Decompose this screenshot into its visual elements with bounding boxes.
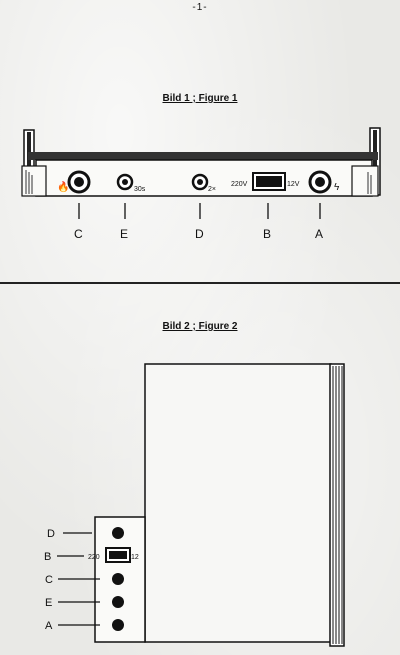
double-label: 2×: [208, 186, 216, 193]
top-rim: [28, 152, 378, 160]
control-e[interactable]: [112, 596, 124, 608]
callout-a: A: [315, 227, 323, 241]
timer-label: 30s: [134, 186, 146, 193]
control-c[interactable]: [112, 573, 124, 585]
page-number: -1-: [192, 2, 208, 13]
switch-label-12v: 12V: [287, 181, 300, 188]
control-a[interactable]: [112, 619, 124, 631]
lightning-icon: ϟ: [334, 182, 340, 193]
right-handle-shade: [373, 130, 377, 192]
callout-c: C: [74, 227, 83, 241]
figure-1-diagram: 🔥 30s 2× 220V 12V ϟ C E D B A: [21, 127, 381, 241]
switch-label-220: 220: [88, 554, 100, 561]
control-d[interactable]: [112, 527, 124, 539]
right-end-cap: [351, 165, 379, 197]
housing-side: [144, 363, 332, 643]
callout-b: B: [263, 227, 271, 241]
callout-e-side: E: [45, 597, 52, 609]
callout-d-side: D: [47, 528, 55, 540]
switch-label-220v: 220V: [231, 181, 248, 188]
switch-label-12: 12: [131, 554, 139, 561]
callout-c-side: C: [45, 574, 53, 586]
flame-icon: 🔥: [57, 180, 69, 193]
callout-a-side: A: [45, 620, 53, 632]
callout-d: D: [195, 227, 204, 241]
section-divider: [0, 282, 400, 284]
callout-b-side: B: [44, 551, 51, 563]
figure-1-caption: Bild 1 ; Figure 1: [162, 93, 238, 104]
figure-2-caption: Bild 2 ; Figure 2: [162, 321, 238, 332]
callout-e: E: [120, 227, 128, 241]
left-handle-shade: [27, 132, 31, 192]
